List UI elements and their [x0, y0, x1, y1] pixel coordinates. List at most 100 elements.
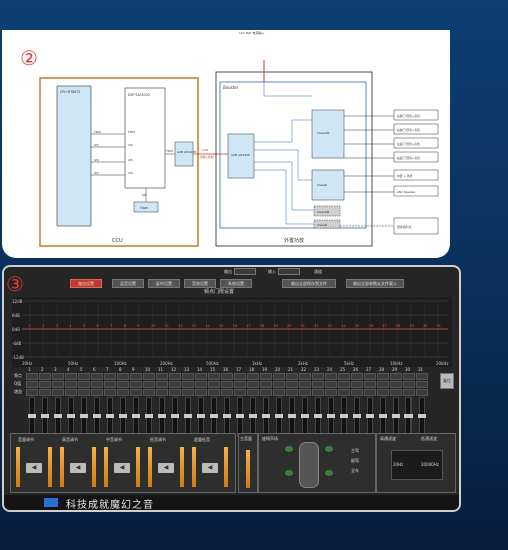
- band-value-box[interactable]: [26, 381, 38, 388]
- slider-knob[interactable]: [145, 414, 153, 418]
- band-value-box[interactable]: [208, 389, 220, 396]
- band-value-box[interactable]: [403, 373, 415, 380]
- band-value-box[interactable]: [364, 381, 376, 388]
- band-value-box[interactable]: [247, 389, 259, 396]
- band-value-box[interactable]: [78, 381, 90, 388]
- band-value-box[interactable]: [130, 373, 142, 380]
- band-value-box[interactable]: [65, 373, 77, 380]
- slider-knob[interactable]: [67, 414, 75, 418]
- tab-delay[interactable]: 延时设置: [148, 279, 180, 288]
- band-value-box[interactable]: [286, 373, 298, 380]
- band-value-box[interactable]: [260, 389, 272, 396]
- band-value-box[interactable]: [364, 389, 376, 396]
- band-value-box[interactable]: [65, 389, 77, 396]
- band-value-box[interactable]: [130, 389, 142, 396]
- seat-option-all[interactable]: 全车: [351, 468, 359, 473]
- band-value-box[interactable]: [91, 389, 103, 396]
- band-gain-slider[interactable]: [379, 397, 387, 437]
- slider-knob[interactable]: [210, 414, 218, 418]
- tab-routing[interactable]: 路由设置: [70, 279, 102, 288]
- band-value-box[interactable]: [273, 373, 285, 380]
- band-gain-slider[interactable]: [197, 397, 205, 437]
- band-marker[interactable]: 17: [246, 324, 250, 328]
- band-marker[interactable]: 18: [260, 324, 264, 328]
- band-value-box[interactable]: [286, 389, 298, 396]
- band-gain-slider[interactable]: [158, 397, 166, 437]
- band-gain-slider[interactable]: [314, 397, 322, 437]
- seat-option-driver[interactable]: 主驾: [351, 448, 359, 453]
- band-value-box[interactable]: [338, 389, 350, 396]
- band-marker[interactable]: 21: [301, 324, 305, 328]
- band-value-box[interactable]: [39, 389, 51, 396]
- band-marker[interactable]: 5: [83, 324, 85, 328]
- band-marker[interactable]: 4: [69, 324, 72, 328]
- band-gain-slider[interactable]: [353, 397, 361, 437]
- band-value-box[interactable]: [364, 373, 376, 380]
- band-marker[interactable]: 3: [56, 324, 58, 328]
- band-value-box[interactable]: [390, 373, 402, 380]
- band-value-box[interactable]: [351, 373, 363, 380]
- band-gain-slider[interactable]: [106, 397, 114, 437]
- band-value-box[interactable]: [299, 373, 311, 380]
- tab-effects[interactable]: 音效设置: [184, 279, 216, 288]
- band-marker[interactable]: 22: [314, 324, 318, 328]
- band-marker[interactable]: 26: [369, 324, 373, 328]
- slider-knob[interactable]: [353, 414, 361, 418]
- slider-knob[interactable]: [327, 414, 335, 418]
- band-value-box[interactable]: [286, 381, 298, 388]
- master-volume-slider[interactable]: [246, 450, 250, 488]
- band-gain-slider[interactable]: [80, 397, 88, 437]
- slider-knob[interactable]: [249, 414, 257, 418]
- band-value-box[interactable]: [390, 389, 402, 396]
- band-marker[interactable]: 27: [382, 324, 386, 328]
- seat-fl-icon[interactable]: [285, 446, 293, 452]
- slider-knob[interactable]: [288, 414, 296, 418]
- side-slider[interactable]: [404, 397, 412, 437]
- band-value-box[interactable]: [312, 373, 324, 380]
- band-value-box[interactable]: [52, 381, 64, 388]
- band-value-box[interactable]: [143, 381, 155, 388]
- band-value-box[interactable]: [299, 381, 311, 388]
- band-value-box[interactable]: [39, 373, 51, 380]
- band-marker[interactable]: 13: [192, 324, 196, 328]
- band-gain-slider[interactable]: [41, 397, 49, 437]
- band-value-box[interactable]: [26, 373, 38, 380]
- band-gain-slider[interactable]: [275, 397, 283, 437]
- lowpass-freq[interactable]: 20000Hz: [421, 462, 439, 467]
- band-gain-slider[interactable]: [262, 397, 270, 437]
- band-gain-slider[interactable]: [418, 397, 426, 437]
- band-value-box[interactable]: [338, 381, 350, 388]
- slider-knob[interactable]: [301, 414, 309, 418]
- band-value-box[interactable]: [403, 389, 415, 396]
- slider-knob[interactable]: [314, 414, 322, 418]
- band-gain-slider[interactable]: [132, 397, 140, 437]
- band-value-box[interactable]: [39, 381, 51, 388]
- band-value-box[interactable]: [156, 381, 168, 388]
- band-value-box[interactable]: [299, 389, 311, 396]
- band-value-box[interactable]: [91, 381, 103, 388]
- highpass-freq[interactable]: 20Hz: [393, 462, 404, 467]
- slider-knob[interactable]: [158, 414, 166, 418]
- slider-knob[interactable]: [106, 414, 114, 418]
- band-marker[interactable]: 28: [396, 324, 400, 328]
- output-select[interactable]: [234, 268, 256, 275]
- band-value-box[interactable]: [26, 389, 38, 396]
- tab-mix[interactable]: 混音设置: [112, 279, 144, 288]
- speaker-icon[interactable]: ◀: [26, 463, 42, 473]
- band-value-box[interactable]: [390, 381, 402, 388]
- band-value-box[interactable]: [195, 389, 207, 396]
- band-value-box[interactable]: [377, 373, 389, 380]
- band-value-box[interactable]: [403, 381, 415, 388]
- band-value-box[interactable]: [78, 373, 90, 380]
- module-level-bar[interactable]: [224, 447, 228, 487]
- band-value-box[interactable]: [156, 389, 168, 396]
- band-value-box[interactable]: [377, 381, 389, 388]
- slider-knob[interactable]: [404, 414, 412, 418]
- slider-knob[interactable]: [236, 414, 244, 418]
- band-gain-slider[interactable]: [145, 397, 153, 437]
- band-value-box[interactable]: [104, 389, 116, 396]
- band-marker[interactable]: 25: [355, 324, 359, 328]
- slider-knob[interactable]: [93, 414, 101, 418]
- band-value-box[interactable]: [377, 389, 389, 396]
- band-gain-slider[interactable]: [119, 397, 127, 437]
